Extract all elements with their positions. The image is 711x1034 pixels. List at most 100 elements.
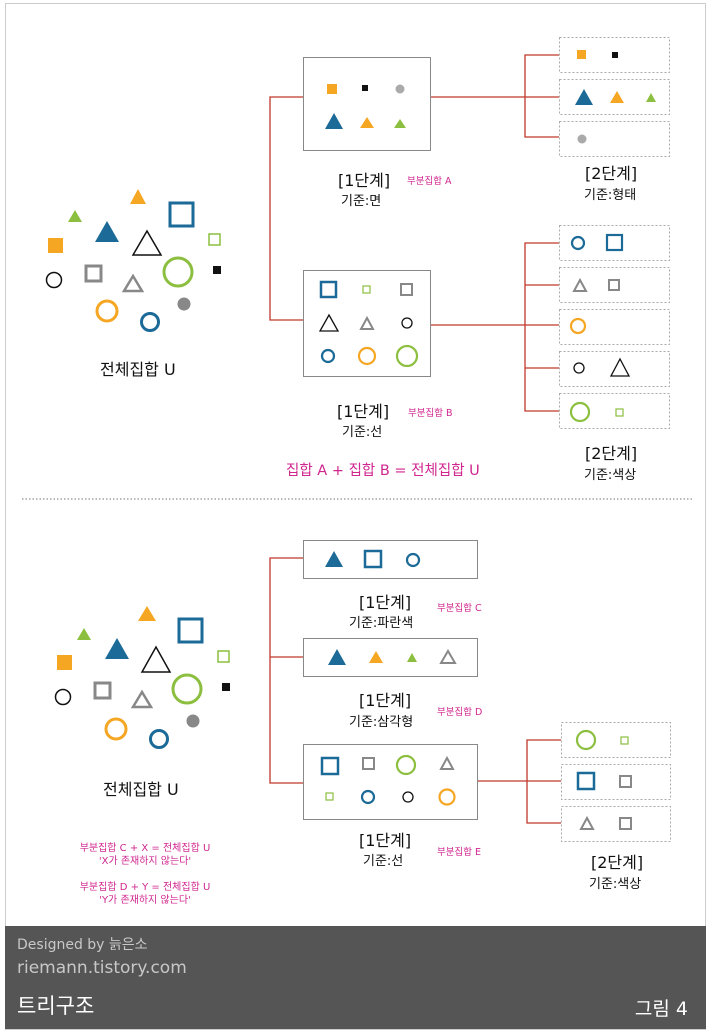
- circle-shape: [570, 235, 586, 251]
- subset-d-criterion: 기준:삼각형: [349, 715, 414, 730]
- square-shape: [615, 408, 624, 417]
- subset-b-stage2-criterion: 기준:색상: [584, 468, 637, 483]
- set-equation: 집합 A + 집합 B = 전체집합 U: [286, 463, 480, 479]
- subset-c-stage-label: [1단계]: [359, 593, 412, 612]
- box-frame: [559, 309, 670, 345]
- square-shape: [363, 549, 383, 569]
- subset-e-stage2-criterion: 기준:색상: [589, 877, 642, 892]
- subset-d-stage-label: [1단계]: [359, 691, 412, 710]
- box-frame: [559, 225, 670, 261]
- triangle-shape: [575, 89, 593, 105]
- footer-bar: Designed by 늙은소 riemann.tistory.com 트리구조…: [5, 926, 706, 1029]
- note-c-line1: 부분집합 C + X = 전체집합 U: [79, 843, 211, 854]
- circle-shape: [162, 256, 194, 288]
- triangle-shape: [77, 628, 91, 640]
- triangle-shape: [360, 117, 374, 128]
- box-frame: [561, 764, 671, 800]
- subset-e-stage-label: [1단계]: [359, 831, 412, 850]
- circle-shape: [95, 299, 119, 323]
- triangle-shape: [121, 273, 145, 293]
- outer-frame: [5, 3, 706, 1030]
- box-frame: [303, 744, 478, 820]
- triangle-shape: [325, 113, 343, 129]
- triangle-shape: [138, 606, 156, 621]
- triangle-shape: [105, 638, 129, 659]
- square-shape: [208, 233, 221, 246]
- circle-shape: [405, 552, 421, 568]
- circle-shape: [45, 271, 63, 289]
- square-shape: [48, 238, 63, 253]
- connectors-bottom: [269, 557, 561, 824]
- subset-c-box: [303, 540, 478, 579]
- box-frame: [561, 722, 671, 758]
- subset-a-box: [303, 57, 431, 151]
- triangle-shape: [130, 689, 154, 709]
- subset-b-stage2-boxes: [559, 225, 670, 429]
- triangle-shape: [439, 755, 455, 770]
- square-shape: [168, 201, 195, 228]
- subset-e-stage2-boxes: [561, 722, 671, 842]
- triangle-shape: [572, 277, 588, 292]
- square-shape: [320, 756, 340, 776]
- triangle-shape: [609, 357, 631, 377]
- circle-shape: [395, 84, 405, 94]
- box-frame: [559, 267, 670, 303]
- square-shape: [319, 280, 338, 299]
- circle-shape: [177, 297, 191, 311]
- triangle-shape: [369, 651, 383, 663]
- square-shape: [620, 736, 629, 745]
- triangle-shape: [407, 653, 417, 662]
- subset-a-stage2-boxes: [559, 37, 670, 157]
- subset-b-stage2-label: [2단계]: [585, 444, 638, 463]
- circle-shape: [360, 789, 376, 805]
- square-shape: [177, 617, 204, 644]
- box-frame: [561, 806, 671, 842]
- circle-shape: [357, 346, 377, 366]
- box-frame: [559, 393, 670, 429]
- square-shape: [576, 771, 596, 791]
- square-shape: [217, 650, 230, 663]
- note-d-line1: 부분집합 D + Y = 전체집합 U: [79, 882, 211, 893]
- subset-e-criterion: 기준:선: [363, 854, 404, 869]
- circle-shape: [171, 673, 203, 705]
- designer-credit: Designed by 늙은소: [17, 937, 148, 953]
- circle-shape: [402, 791, 414, 803]
- box-frame: [303, 57, 431, 151]
- triangle-shape: [130, 189, 146, 204]
- figure-title: 트리구조: [17, 994, 95, 1018]
- universe-u-label-top: 전체집합 U: [100, 360, 176, 379]
- subset-d-name: 부분집합 D: [437, 707, 483, 718]
- triangle-shape: [359, 315, 375, 330]
- square-shape: [612, 52, 618, 58]
- square-shape: [577, 50, 586, 59]
- square-shape: [325, 792, 334, 801]
- connector-line: [269, 96, 303, 321]
- triangle-shape: [610, 91, 624, 103]
- square-shape: [605, 233, 624, 252]
- circle-shape: [573, 362, 585, 374]
- subset-b-name: 부분집합 B: [408, 408, 453, 419]
- subset-a-stage-label: [1단계]: [338, 171, 391, 190]
- circle-shape: [569, 401, 591, 423]
- square-shape: [84, 264, 103, 283]
- subset-d-box: [303, 638, 478, 677]
- square-shape: [400, 283, 413, 296]
- triangle-shape: [318, 313, 340, 332]
- note-d-line2: 'Y가 존재하지 않는다': [99, 895, 191, 906]
- triangle-shape: [95, 221, 119, 242]
- figure-number: 그림 4: [634, 998, 688, 1020]
- subset-a-criterion: 기준:면: [341, 194, 382, 209]
- subset-a-stage2-criterion: 기준:형태: [584, 188, 637, 203]
- subset-e-stage2-label: [2단계]: [591, 853, 644, 872]
- triangle-shape: [325, 551, 343, 567]
- connectors-top: [269, 54, 559, 412]
- square-shape: [362, 285, 371, 294]
- square-shape: [57, 655, 72, 670]
- circle-shape: [395, 344, 419, 368]
- site-url: riemann.tistory.com: [17, 958, 187, 978]
- triangle-shape: [131, 229, 163, 256]
- triangle-shape: [394, 119, 406, 128]
- circle-shape: [104, 717, 128, 741]
